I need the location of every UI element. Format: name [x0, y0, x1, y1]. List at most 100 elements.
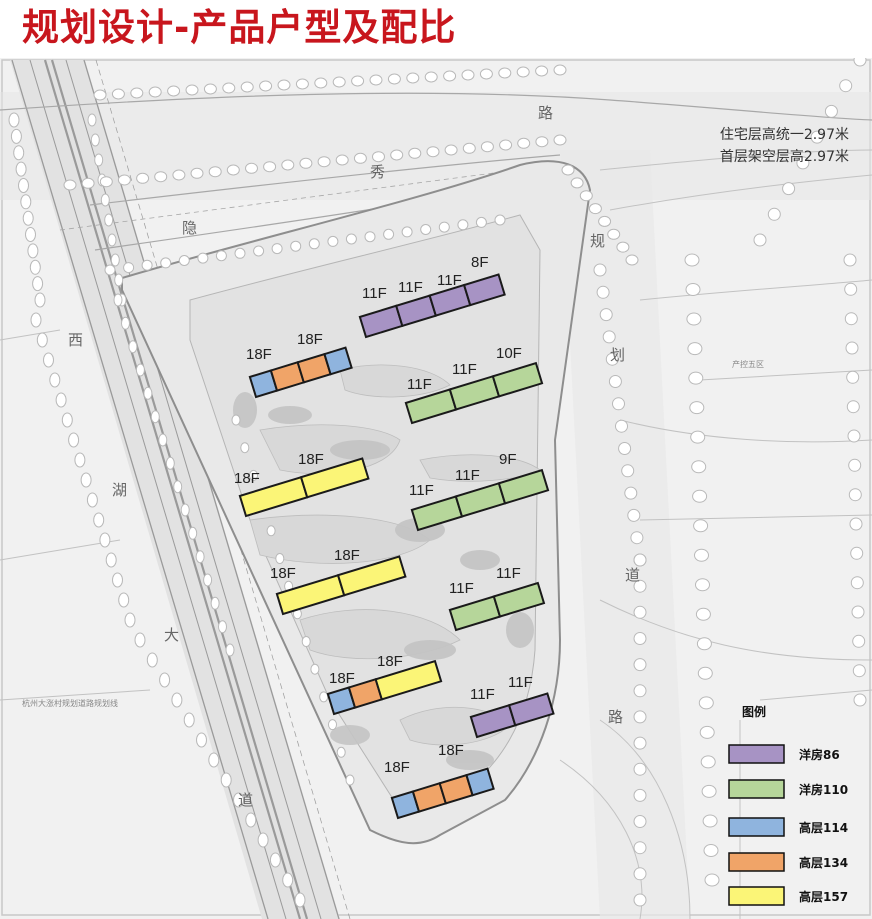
tree — [426, 146, 440, 158]
unit-block-h157 — [336, 555, 407, 597]
tree — [208, 752, 220, 768]
tree — [699, 725, 715, 739]
tree — [308, 238, 320, 250]
tree — [633, 605, 647, 619]
floor-label: 18F — [334, 547, 360, 564]
legend-swatch — [728, 744, 785, 764]
road-label-west-3: 大 — [164, 626, 179, 644]
tree — [702, 814, 718, 828]
tree — [319, 691, 329, 703]
tree — [369, 74, 383, 86]
tree — [29, 259, 41, 275]
landscape-areas — [249, 364, 541, 746]
building-b3 — [404, 361, 544, 425]
tree — [215, 250, 227, 262]
tree — [266, 525, 276, 537]
tree — [245, 812, 257, 828]
tree — [240, 442, 250, 454]
tree — [618, 442, 632, 455]
tree — [183, 712, 195, 728]
tree — [612, 397, 625, 411]
map-frame — [1, 59, 871, 916]
tree — [596, 285, 610, 299]
tree — [615, 419, 628, 433]
tree — [34, 292, 46, 308]
tree — [700, 755, 716, 769]
legend-item-p110: 洋房110 — [728, 779, 848, 799]
dark-tree-clusters — [233, 392, 534, 770]
tree — [225, 643, 235, 657]
tree — [13, 145, 25, 161]
tree — [203, 573, 213, 587]
tree — [364, 231, 376, 243]
tree — [462, 142, 476, 154]
tree — [844, 282, 858, 296]
building-b5 — [410, 468, 550, 532]
tree — [81, 177, 95, 189]
tree — [498, 67, 512, 79]
road-label-west-1: 西 — [68, 331, 83, 349]
tree — [167, 85, 181, 97]
tree — [43, 352, 54, 368]
tree — [444, 144, 458, 156]
north-road-labels: 路 秀 隐 — [182, 104, 553, 237]
tree — [406, 72, 420, 84]
tree — [390, 149, 404, 161]
tree — [480, 141, 494, 153]
tree — [113, 293, 123, 307]
tree — [535, 136, 549, 148]
unit-block-h114 — [465, 767, 495, 797]
tree — [63, 179, 77, 191]
page-title: 规划设计-产品户型及配比 — [22, 6, 457, 49]
tree — [107, 233, 117, 247]
tree — [231, 414, 241, 426]
tree — [516, 66, 530, 78]
tree — [160, 257, 172, 269]
tree — [588, 203, 602, 215]
tree — [704, 873, 720, 887]
road-label-north-3: 隐 — [182, 219, 197, 237]
tree — [853, 58, 867, 67]
tree — [141, 259, 153, 271]
tree — [55, 392, 67, 408]
tree — [443, 70, 457, 82]
tree — [796, 156, 810, 170]
tree — [633, 658, 647, 672]
building-b1 — [358, 273, 506, 339]
tree — [173, 480, 183, 494]
building-b6 — [275, 555, 407, 616]
tree — [605, 352, 619, 366]
tree — [387, 73, 401, 85]
tree — [249, 469, 258, 481]
floor-label: 11F — [362, 285, 387, 302]
tree — [259, 80, 273, 92]
tree — [196, 732, 207, 748]
tree — [848, 458, 862, 472]
floor-label: 18F — [298, 451, 324, 468]
tree — [301, 636, 311, 647]
road-label-east-1: 规 — [590, 232, 605, 250]
tree — [782, 182, 796, 196]
tree — [621, 464, 635, 478]
tree — [15, 161, 27, 177]
floor-label: 11F — [398, 279, 423, 296]
road-label-north-1: 路 — [538, 104, 553, 122]
tree — [607, 228, 621, 240]
tree — [846, 370, 860, 384]
tree — [685, 283, 701, 296]
tree — [633, 815, 647, 828]
floor-label: 18F — [329, 670, 355, 687]
tree — [408, 147, 422, 159]
tree — [633, 579, 647, 593]
building-b9 — [469, 692, 555, 739]
road-label-west-4: 道 — [238, 791, 253, 809]
tree — [130, 87, 144, 99]
tree — [608, 375, 622, 388]
tree — [104, 213, 114, 227]
site-plan-map: 路 秀 隐 规 划 道 路 西 湖 大 道 产控五区 杭州大涨村规划道路规划线 … — [0, 58, 872, 919]
tree — [150, 410, 160, 424]
tree — [694, 548, 709, 562]
tree — [159, 672, 171, 688]
tree — [753, 233, 767, 247]
tree — [852, 664, 866, 678]
